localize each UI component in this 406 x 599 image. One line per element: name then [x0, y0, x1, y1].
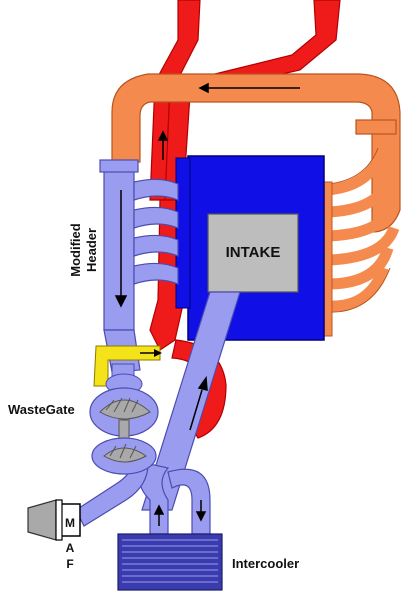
intake-runners-right — [327, 149, 400, 312]
wastegate-label: WasteGate — [8, 402, 75, 417]
maf-sensor — [27, 499, 81, 541]
intake-runners-right-outline — [327, 147, 391, 313]
header-label: Header — [84, 228, 99, 272]
modified-header-label: Modified Header — [68, 223, 99, 276]
wastegate-pipe — [93, 345, 162, 387]
header-arrow — [114, 190, 128, 308]
intake-flange-left — [175, 157, 191, 309]
intake-label: INTAKE — [226, 244, 281, 261]
maf-label-a: A — [66, 541, 75, 555]
intercooler — [117, 533, 223, 591]
maf-label-m: M — [65, 516, 75, 530]
intercooler-label: Intercooler — [232, 556, 299, 571]
intercooler-arrows — [153, 375, 208, 526]
maf-label-f: F — [66, 557, 73, 571]
intake-manifold-box — [207, 213, 299, 293]
turbo — [89, 387, 159, 475]
flow-arrows-top — [157, 82, 300, 160]
modified-label: Modified — [68, 223, 83, 276]
